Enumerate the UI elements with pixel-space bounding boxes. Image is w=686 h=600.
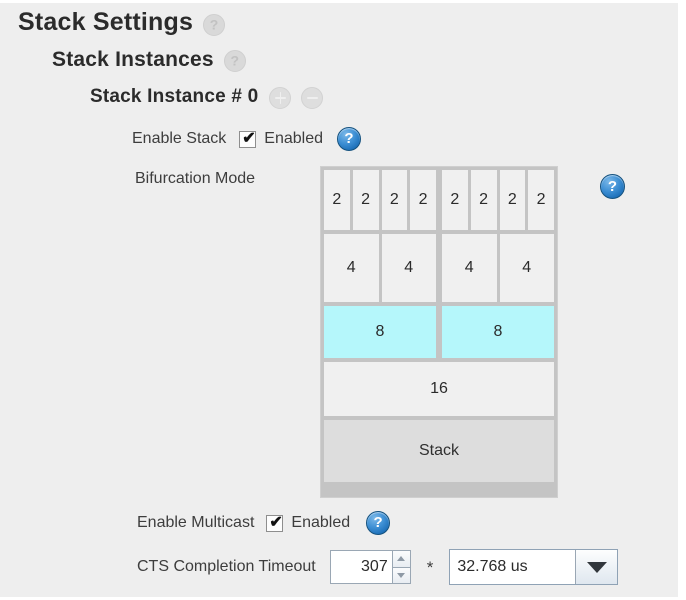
help-icon-glyph: ? [607,177,618,195]
chevron-up-icon [397,556,406,562]
multiplier-symbol: * [426,557,434,577]
bifurcation-cell[interactable]: 2 [499,170,526,230]
bifurcation-cell[interactable]: 4 [324,234,379,302]
cts-completion-timeout-row: CTS Completion Timeout 307 * 32.768 us [137,549,619,585]
stack-instances-heading: Stack Instances ? [52,47,246,72]
enable-multicast-label: Enable Multicast [137,514,255,531]
bifurcation-row-x4: 4 4 4 4 [324,234,554,302]
cts-timeout-input[interactable]: 307 [329,550,392,584]
bifurcation-cell[interactable]: 2 [442,170,468,230]
chevron-down-icon [586,561,607,573]
bifurcation-cell[interactable]: 16 [324,362,554,416]
bifurcation-row-x8: 8 8 [324,306,554,358]
help-icon-enable-stack[interactable]: ? [337,127,361,151]
checkmark-icon: ✔ [242,129,256,147]
help-icon-enable-multicast[interactable]: ? [366,511,391,535]
settings-page: Stack Settings ? Stack Instances ? Stack… [0,3,678,597]
remove-instance-button[interactable] [301,87,324,109]
enable-stack-row: Enable Stack ✔ Enabled ? [132,127,361,151]
bifurcation-mode-help-row: ? [600,174,625,199]
bifurcation-cell[interactable]: 2 [470,170,497,230]
help-icon-bifurcation-mode[interactable]: ? [600,174,625,199]
help-icon-stack-settings[interactable]: ? [203,13,226,36]
enable-multicast-row: Enable Multicast ✔ Enabled ? [137,511,391,535]
help-icon-glyph: ? [230,52,240,69]
plus-icon-vertical-bar [279,92,282,104]
bifurcation-cell[interactable]: 2 [324,170,350,230]
help-icon-glyph: ? [373,514,383,532]
bifurcation-row-x16: 16 [324,362,554,416]
cts-timeout-decrement-button[interactable] [392,567,410,583]
cts-timeout-unit-select[interactable]: 32.768 us [449,549,619,585]
bifurcation-cell-selected[interactable]: 8 [442,306,554,358]
enable-multicast-checkbox-label: Enabled [291,514,351,531]
chevron-down-icon [397,572,406,578]
enable-stack-checkbox-label: Enabled [264,130,323,147]
bifurcation-cell[interactable]: 2 [352,170,379,230]
enable-stack-label: Enable Stack [132,130,227,147]
bifurcation-cell[interactable]: 4 [381,234,436,302]
bifurcation-row-x2: 2 2 2 2 2 2 2 2 [324,170,554,230]
help-icon-glyph: ? [209,16,219,33]
bifurcation-mode-label: Bifurcation Mode [135,170,256,187]
stack-instance-0-heading: Stack Instance # 0 [90,84,324,109]
bifurcation-cell[interactable]: 4 [442,234,497,302]
bifurcation-mode-grid[interactable]: 2 2 2 2 2 2 2 2 4 4 4 4 8 8 16 Stack [320,166,558,498]
section-title: Stack Instances [52,47,214,71]
bifurcation-mode-label-row: Bifurcation Mode [135,170,255,188]
cts-timeout-stepper[interactable]: 307 [329,550,411,584]
cts-timeout-increment-button[interactable] [392,551,410,568]
bifurcation-cell[interactable]: 2 [381,170,408,230]
help-icon-glyph: ? [344,130,354,148]
cts-timeout-unit-dropdown-button[interactable] [575,550,618,584]
enable-multicast-checkbox[interactable]: ✔ [266,513,284,532]
stack-settings-heading: Stack Settings ? [18,8,226,37]
enable-stack-checkbox[interactable]: ✔ [239,129,257,148]
bifurcation-cell[interactable]: 2 [528,170,554,230]
cts-completion-timeout-label: CTS Completion Timeout [137,558,316,575]
subsection-title: Stack Instance # 0 [90,85,259,107]
help-icon-stack-instances[interactable]: ? [223,50,246,72]
page-title: Stack Settings [18,8,194,36]
bifurcation-cell-stack[interactable]: Stack [324,420,554,482]
bifurcation-row-stack: Stack [324,420,554,482]
checkmark-icon: ✔ [269,513,283,531]
bifurcation-cell-selected[interactable]: 8 [324,306,436,358]
bifurcation-cell[interactable]: 2 [410,170,436,230]
bifurcation-cell[interactable]: 4 [499,234,554,302]
minus-icon-bar [306,97,318,99]
add-instance-button[interactable] [269,87,292,109]
cts-timeout-unit-value: 32.768 us [457,558,528,575]
cts-timeout-stepper-buttons[interactable] [391,550,411,584]
